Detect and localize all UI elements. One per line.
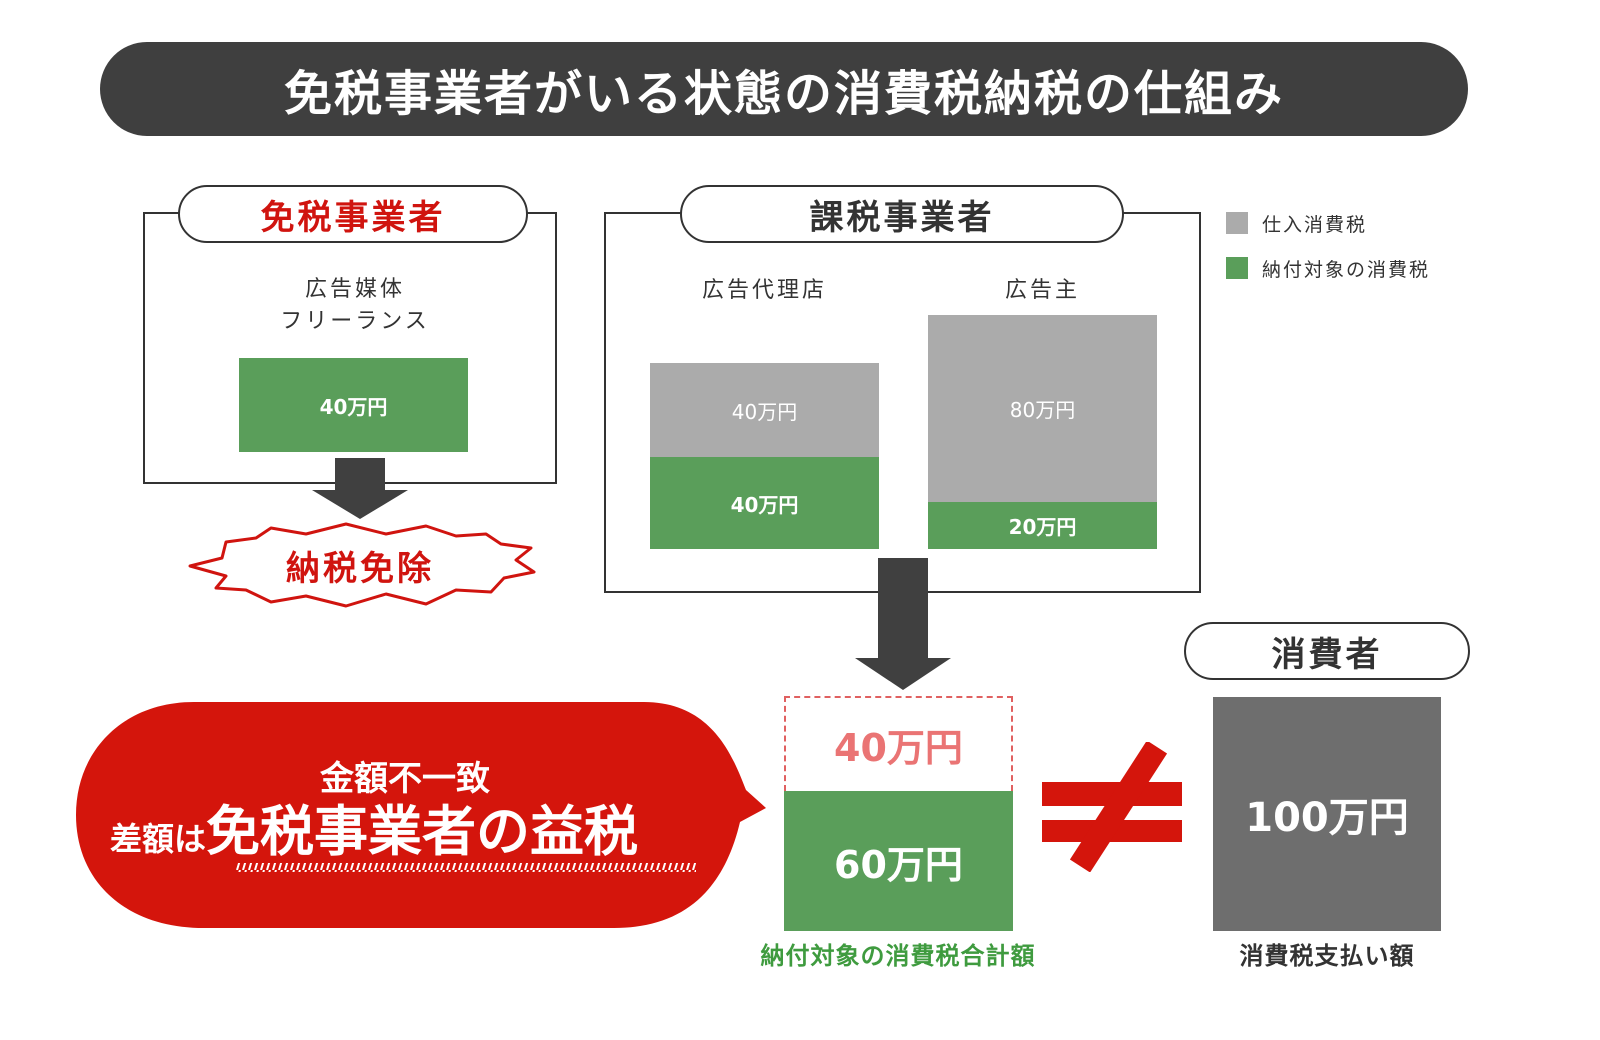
callout-line2-prefix: 差額は <box>110 820 207 858</box>
paid-tax-block: 60万円 <box>784 791 1013 931</box>
not-equal-icon <box>1042 742 1182 872</box>
advertiser-payable-tax: 20万円 <box>928 502 1157 549</box>
consumer-label: 消費者 <box>1184 622 1470 680</box>
callout-line1: 金額不一致 <box>320 758 490 799</box>
page-title: 免税事業者がいる状態の消費税納税の仕組み <box>100 42 1468 136</box>
down-arrow-icon <box>855 558 951 690</box>
agency-name: 広告代理店 <box>701 278 827 303</box>
burst-shape <box>188 522 536 608</box>
consumer-amount-block: 100万円 <box>1213 697 1441 931</box>
legend-swatch-payable <box>1226 257 1248 279</box>
down-arrow-icon <box>312 458 408 519</box>
legend-label-purchase: 仕入消費税 <box>1262 214 1368 236</box>
speech-bubble <box>76 702 766 928</box>
legend-swatch-purchase <box>1226 212 1248 234</box>
tax-exemption-label: 納税免除 <box>286 548 434 589</box>
missing-tax-block: 40万円 <box>784 696 1013 791</box>
consumer-caption: 消費税支払い額 <box>1239 941 1415 970</box>
agency-purchase-tax: 40万円 <box>650 363 879 457</box>
legend-label-payable: 納付対象の消費税 <box>1262 259 1431 281</box>
exempt-amount-block: 40万円 <box>239 358 468 452</box>
exempt-desc-line2: フリーランス <box>280 309 430 334</box>
callout-line2-main: 免税事業者の益税 <box>206 800 639 863</box>
advertiser-name: 広告主 <box>1004 278 1080 303</box>
callout-line2: 差額は 免税事業者の益税 <box>110 800 710 866</box>
taxable-business-label: 課税事業者 <box>680 185 1124 243</box>
total-caption: 納付対象の消費税合計額 <box>760 941 1036 970</box>
agency-payable-tax: 40万円 <box>650 457 879 549</box>
exempt-desc-line1: 広告媒体 <box>304 277 405 302</box>
exempt-business-label: 免税事業者 <box>178 185 528 243</box>
advertiser-purchase-tax: 80万円 <box>928 315 1157 502</box>
